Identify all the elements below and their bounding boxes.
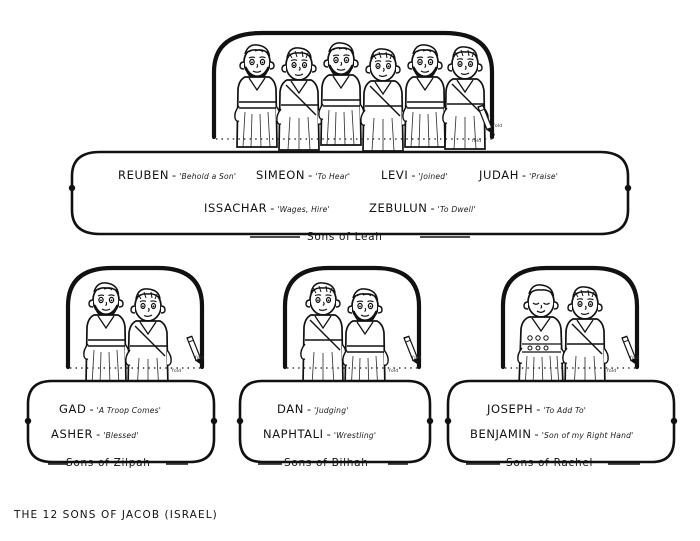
- son-entry-simeon: SIMEON - 'To Hear': [256, 168, 350, 182]
- son-separator: -: [270, 201, 275, 215]
- label-card-leah: [68, 150, 632, 238]
- fold-label-rachel: fold: [607, 369, 617, 374]
- son-meaning-zebulun: 'To Dwell': [437, 205, 476, 214]
- illustration-panel-leah: [211, 30, 499, 152]
- son-entry-levi: LEVI - 'Joined': [381, 168, 448, 182]
- fold-label-zilpah: fold: [172, 369, 182, 374]
- son-meaning-dan: 'Judging': [314, 406, 349, 415]
- son-name-issachar: ISSACHAR: [204, 201, 268, 215]
- son-entry-naphtali: NAPHTALI - 'Wrestling': [263, 427, 376, 441]
- son-separator: -: [89, 402, 94, 416]
- fold-label-bilhah: fold: [389, 369, 399, 374]
- label-card-rachel: [444, 379, 678, 465]
- son-separator: -: [306, 402, 312, 416]
- son-name-dan: DAN: [277, 402, 304, 416]
- label-card-bilhah: [236, 379, 434, 465]
- son-meaning-judah: 'Praise': [529, 172, 559, 181]
- son-separator: -: [308, 168, 313, 182]
- label-card-zilpah: [24, 379, 218, 465]
- son-entry-gad: GAD - 'A Troop Comes': [59, 402, 161, 416]
- son-separator: -: [430, 201, 435, 215]
- son-name-asher: ASHER: [51, 427, 94, 441]
- son-name-naphtali: NAPHTALI: [263, 427, 324, 441]
- son-entry-asher: ASHER - 'Blessed': [51, 427, 139, 441]
- son-separator: -: [326, 427, 331, 441]
- son-name-judah: JUDAH: [479, 168, 519, 182]
- fold-label-bilhah-pencil: fold: [412, 356, 422, 361]
- son-separator: -: [521, 168, 527, 182]
- son-meaning-reuben: 'Behold a Son': [179, 172, 237, 181]
- group-caption-bilhah: Sons of Bilhah: [284, 457, 369, 469]
- fold-label-rachel-pencil: fold: [630, 356, 640, 361]
- illustration-panel-zilpah: [65, 265, 208, 392]
- son-name-benjamin: BENJAMIN: [470, 427, 532, 441]
- son-separator: -: [534, 427, 539, 441]
- son-meaning-asher: 'Blessed': [103, 431, 139, 440]
- group-caption-leah: Sons of Leah: [307, 231, 383, 243]
- son-entry-joseph: JOSEPH - 'To Add To': [487, 402, 586, 416]
- son-entry-benjamin: BENJAMIN - 'Son of my Right Hand': [470, 427, 633, 441]
- son-meaning-levi: 'Joined': [418, 172, 448, 181]
- illustration-panel-bilhah: [282, 265, 425, 392]
- son-name-simeon: SIMEON: [256, 168, 306, 182]
- son-entry-issachar: ISSACHAR - 'Wages, Hire': [204, 201, 330, 215]
- son-name-joseph: JOSEPH: [487, 402, 534, 416]
- son-meaning-naphtali: 'Wrestling': [333, 431, 377, 440]
- son-name-levi: LEVI: [381, 168, 409, 182]
- son-separator: -: [536, 402, 541, 416]
- son-meaning-issachar: 'Wages, Hire': [277, 205, 330, 214]
- fold-label-zilpah-pencil: fold: [195, 356, 205, 361]
- son-meaning-joseph: 'To Add To': [543, 406, 587, 415]
- son-meaning-gad: 'A Troop Comes': [96, 406, 162, 415]
- son-entry-judah: JUDAH - 'Praise': [479, 168, 558, 182]
- son-separator: -: [96, 427, 101, 441]
- group-caption-rachel: Sons of Rachel: [506, 457, 594, 469]
- son-name-reuben: REUBEN: [118, 168, 170, 182]
- fold-label-leah: fold: [472, 139, 482, 144]
- son-entry-dan: DAN - 'Judging': [277, 402, 349, 416]
- son-entry-reuben: REUBEN - 'Behold a Son': [118, 168, 236, 182]
- son-meaning-benjamin: 'Son of my Right Hand': [541, 431, 634, 440]
- son-separator: -: [411, 168, 416, 182]
- son-meaning-simeon: 'To Hear': [315, 172, 351, 181]
- son-separator: -: [172, 168, 177, 182]
- group-caption-zilpah: Sons of Zilpah: [66, 457, 151, 469]
- illustration-panel-rachel: [500, 265, 643, 390]
- son-name-gad: GAD: [59, 402, 87, 416]
- son-entry-zebulun: ZEBULUN - 'To Dwell': [369, 201, 476, 215]
- son-name-zebulun: ZEBULUN: [369, 201, 428, 215]
- fold-label-leah-pencil: fold: [493, 124, 503, 129]
- page-title: THE 12 SONS OF JACOB (ISRAEL): [14, 509, 218, 521]
